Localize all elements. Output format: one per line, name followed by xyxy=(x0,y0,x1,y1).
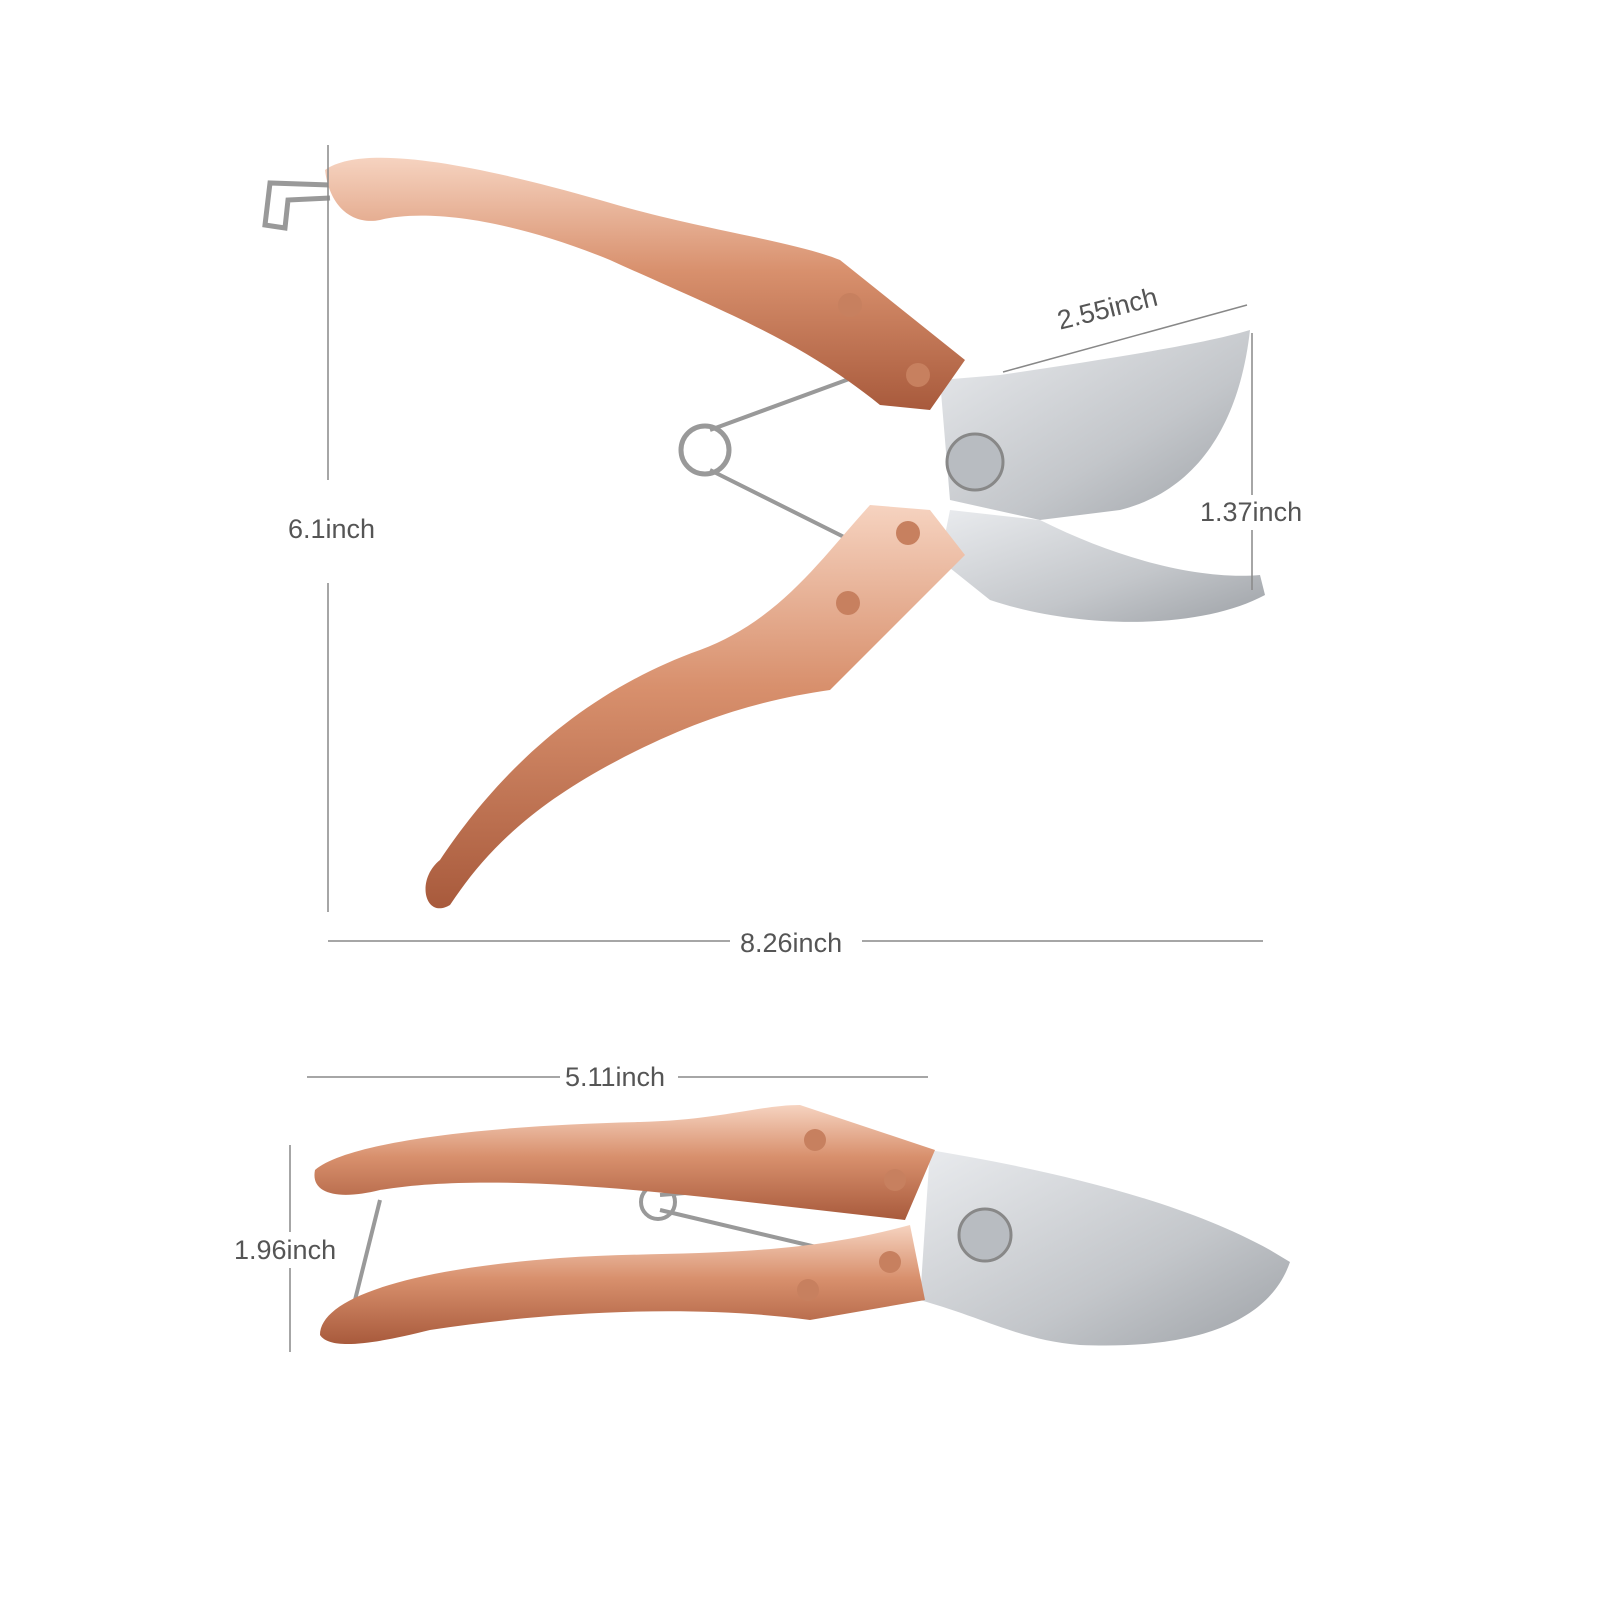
closed-shears xyxy=(314,1105,1290,1346)
spring xyxy=(709,373,861,547)
upper-blade xyxy=(940,330,1250,520)
closed-lower-handle xyxy=(320,1225,925,1345)
hook-latch xyxy=(262,180,331,231)
closed-pivot-bolt xyxy=(957,1207,1013,1263)
lower-handle xyxy=(425,505,965,909)
open-height-label: 6.1inch xyxy=(288,514,376,544)
closed-upper-handle xyxy=(314,1105,935,1220)
closed-length-label: 5.11inch xyxy=(565,1062,666,1092)
dimension-lines xyxy=(289,145,1263,1352)
lower-blade xyxy=(940,510,1265,622)
closed-height-label: 1.96inch xyxy=(234,1235,337,1265)
pivot-bolt xyxy=(945,432,1005,492)
blade-opening-label: 1.37inch xyxy=(1200,497,1303,527)
spring-loop xyxy=(678,423,732,477)
closed-blade xyxy=(920,1150,1290,1346)
open-shears xyxy=(262,157,1265,909)
blade-length-line xyxy=(1002,304,1248,373)
upper-handle xyxy=(325,157,965,410)
open-length-label: 8.26inch xyxy=(740,928,843,958)
